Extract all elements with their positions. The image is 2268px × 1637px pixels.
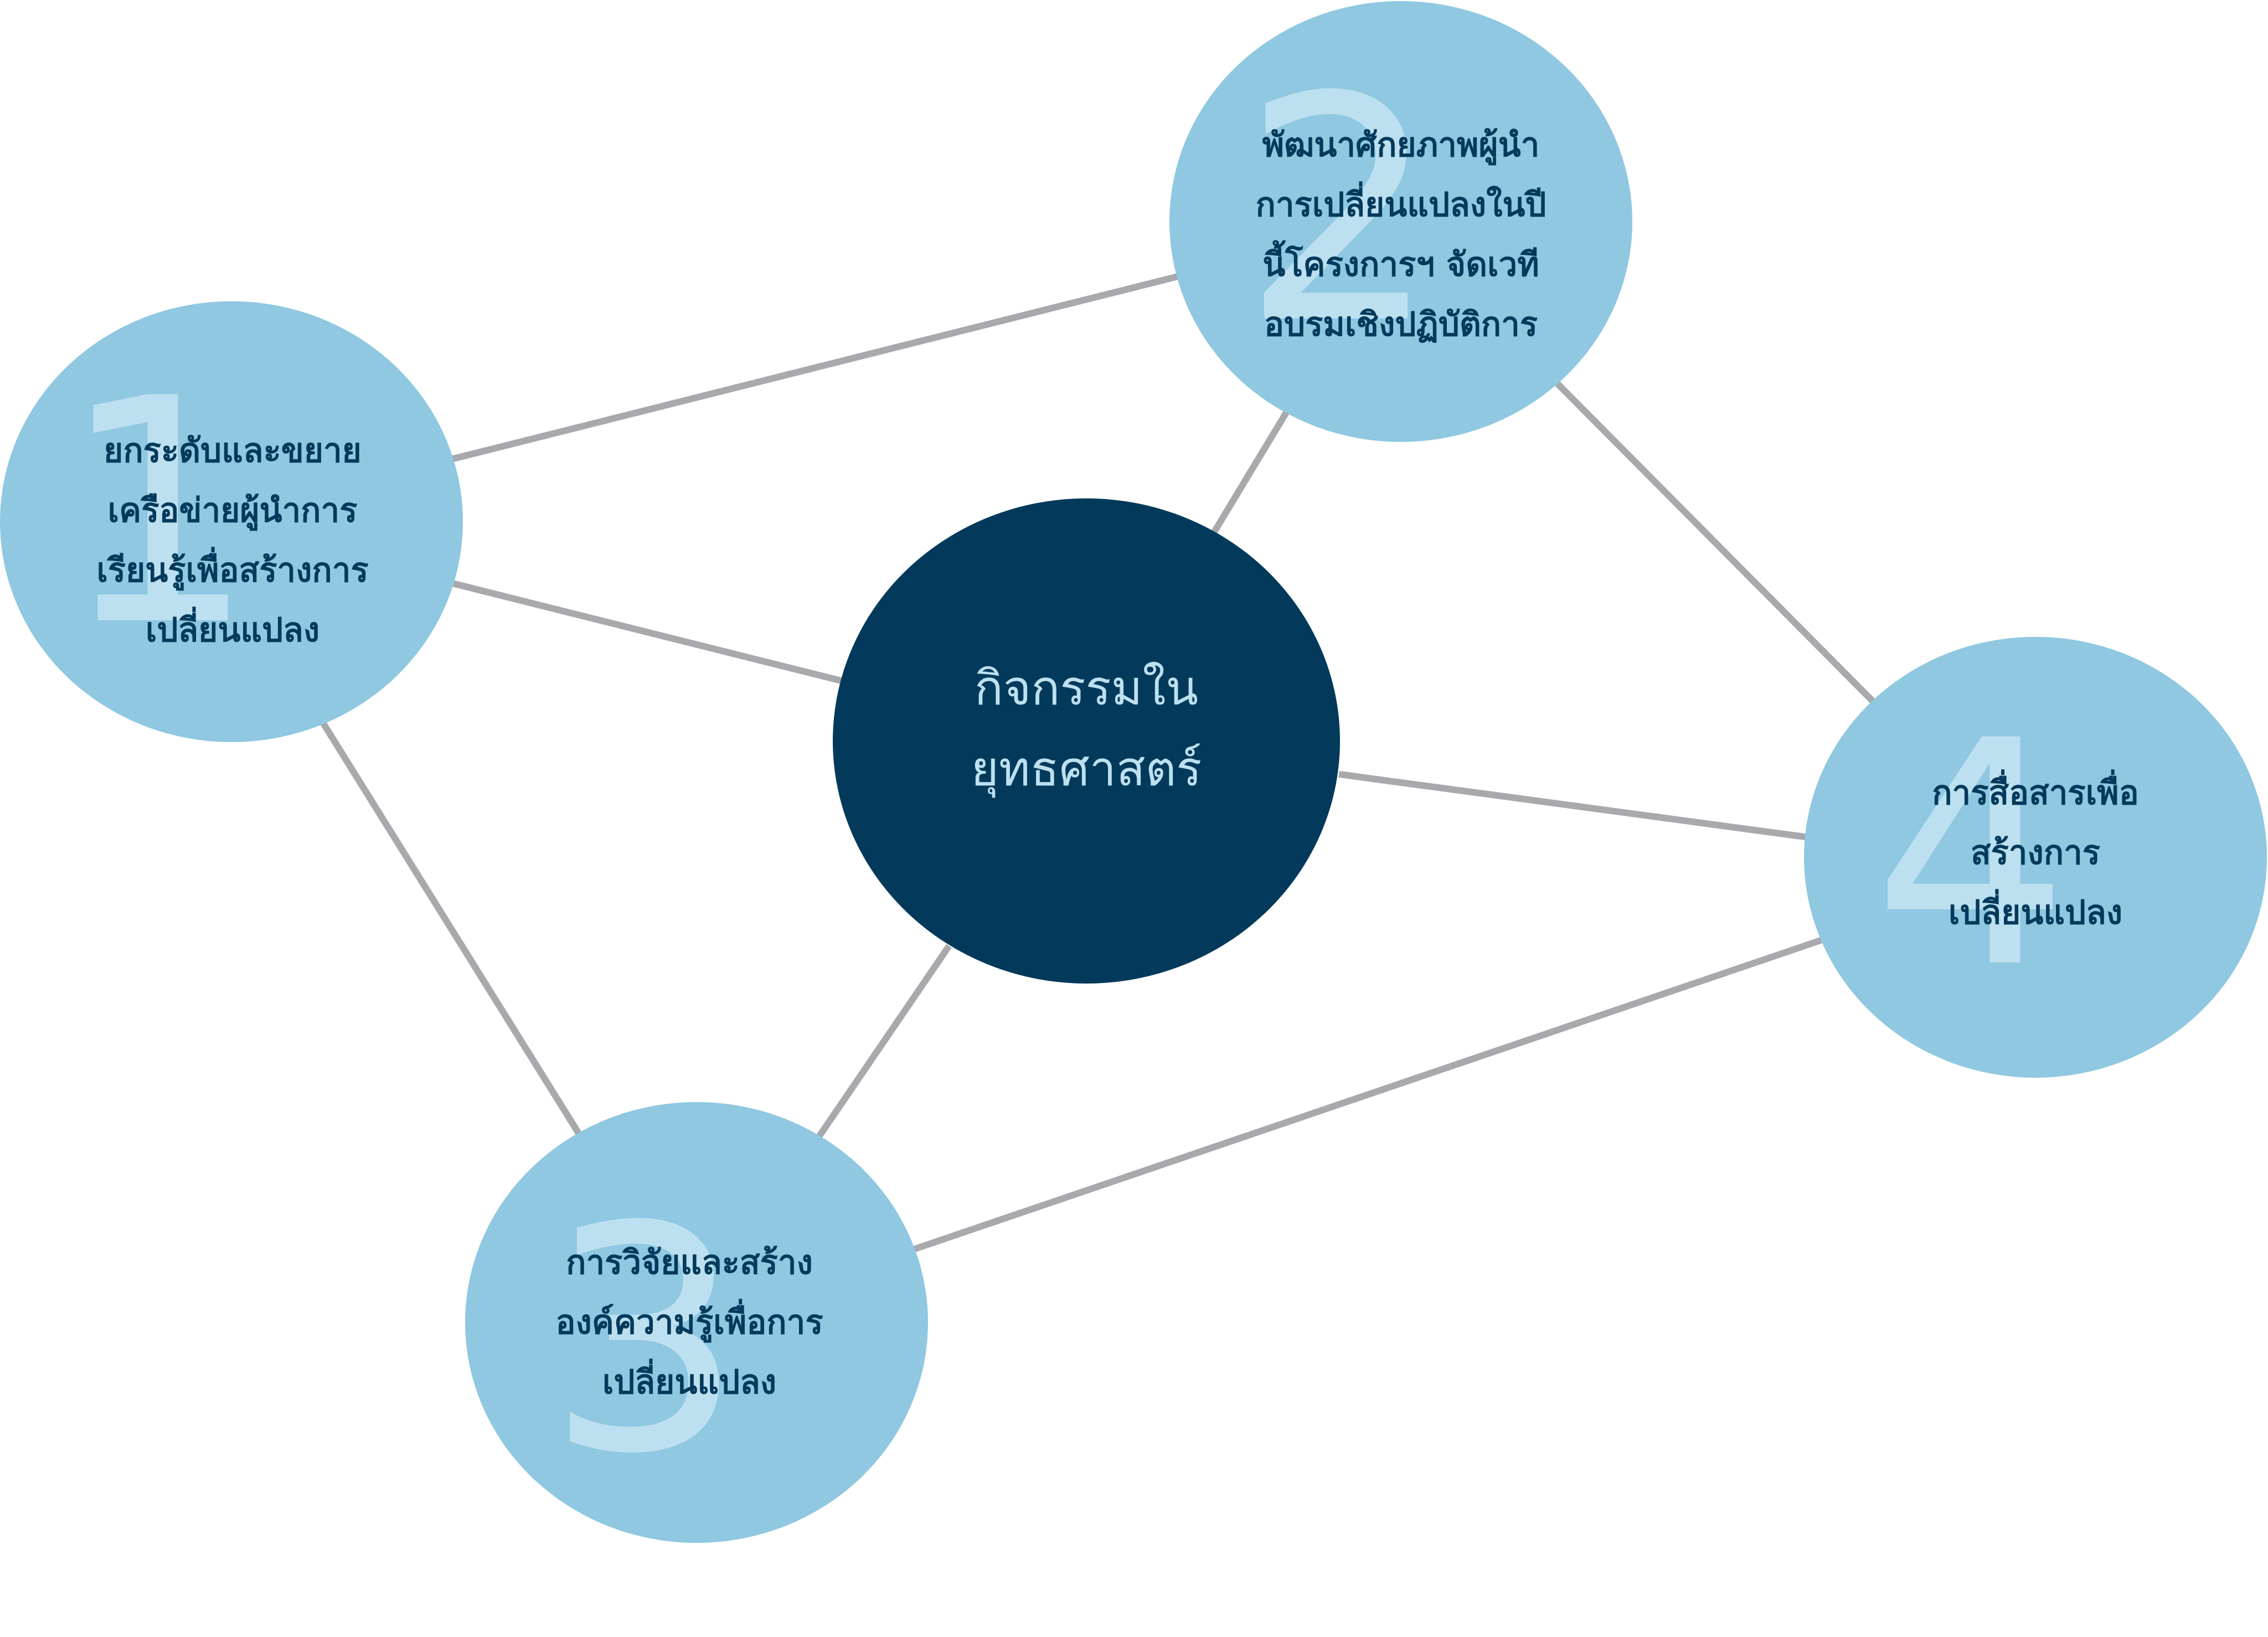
connector-2-4	[1553, 379, 1877, 705]
node-1-line-1: ยกระดับและขยาย	[104, 431, 362, 470]
node-4-line-2: สร้างการ	[1971, 833, 2100, 872]
node-2-line-2: การเปลี่ยนแปลงในปี	[1256, 181, 1547, 224]
node-2-line-3: นี้โครงการฯ จัดเวที	[1262, 240, 1539, 284]
connector-3-4	[913, 936, 1825, 1253]
node-1-line-3: เรียนรู้เพื่อสร้างการ	[96, 547, 368, 591]
node-3-line-1: การวิจัยและสร้าง	[566, 1243, 813, 1282]
node-4-line-3: เปลี่ยนแปลง	[1949, 889, 2122, 932]
center-line-2: ยุทธศาสตร์	[971, 742, 1202, 798]
node-1-circle	[0, 301, 463, 742]
strategy-node-2: 2 พัฒนาศักยภาพผู้นำ การเปลี่ยนแปลงในปี น…	[1169, 1, 1632, 442]
node-4-line-1: การสื่อสารเพื่อ	[1932, 769, 2139, 812]
center-line-1: กิจกรรมใน	[975, 661, 1198, 716]
node-2-line-4: อบรมเชิงปฏิบัติการ	[1264, 305, 1538, 344]
node-2-circle	[1169, 1, 1632, 442]
node-4-number: 4	[1873, 675, 2070, 1036]
node-1-number: 1	[59, 333, 256, 694]
center-circle	[833, 498, 1340, 984]
node-2-line-1: พัฒนาศักยภาพผู้นำ	[1262, 126, 1540, 166]
node-3-number: 3	[547, 1161, 744, 1522]
strategy-node-3: 3 การวิจัยและสร้าง องค์ความรู้เพื่อการ เ…	[465, 1102, 928, 1543]
strategy-node-1: 1 ยกระดับและขยาย เครือข่ายผู้นำการ เรียน…	[0, 301, 463, 742]
connector-1-3	[318, 718, 583, 1136]
node-3-line-3: เปลี่ยนแปลง	[602, 1358, 776, 1402]
node-2-number: 2	[1241, 31, 1439, 392]
connector-1-center	[449, 579, 848, 686]
connector-1-2	[449, 271, 1186, 463]
connectors	[318, 271, 1877, 1253]
node-3-line-2: องค์ความรู้เพื่อการ	[555, 1299, 823, 1343]
node-3-circle	[465, 1102, 928, 1543]
strategy-node-4: 4 การสื่อสารเพื่อ สร้างการ เปลี่ยนแปลง	[1804, 637, 2267, 1078]
connector-center-3	[816, 944, 952, 1140]
node-1-line-2: เครือข่ายผู้นำการ	[108, 491, 358, 531]
node-1-line-4: เปลี่ยนแปลง	[146, 606, 319, 650]
center-node: กิจกรรมใน ยุทธศาสตร์	[833, 498, 1340, 984]
connector-center-4	[1338, 771, 1809, 841]
node-4-circle	[1804, 637, 2267, 1078]
connector-2-center	[1210, 408, 1291, 535]
